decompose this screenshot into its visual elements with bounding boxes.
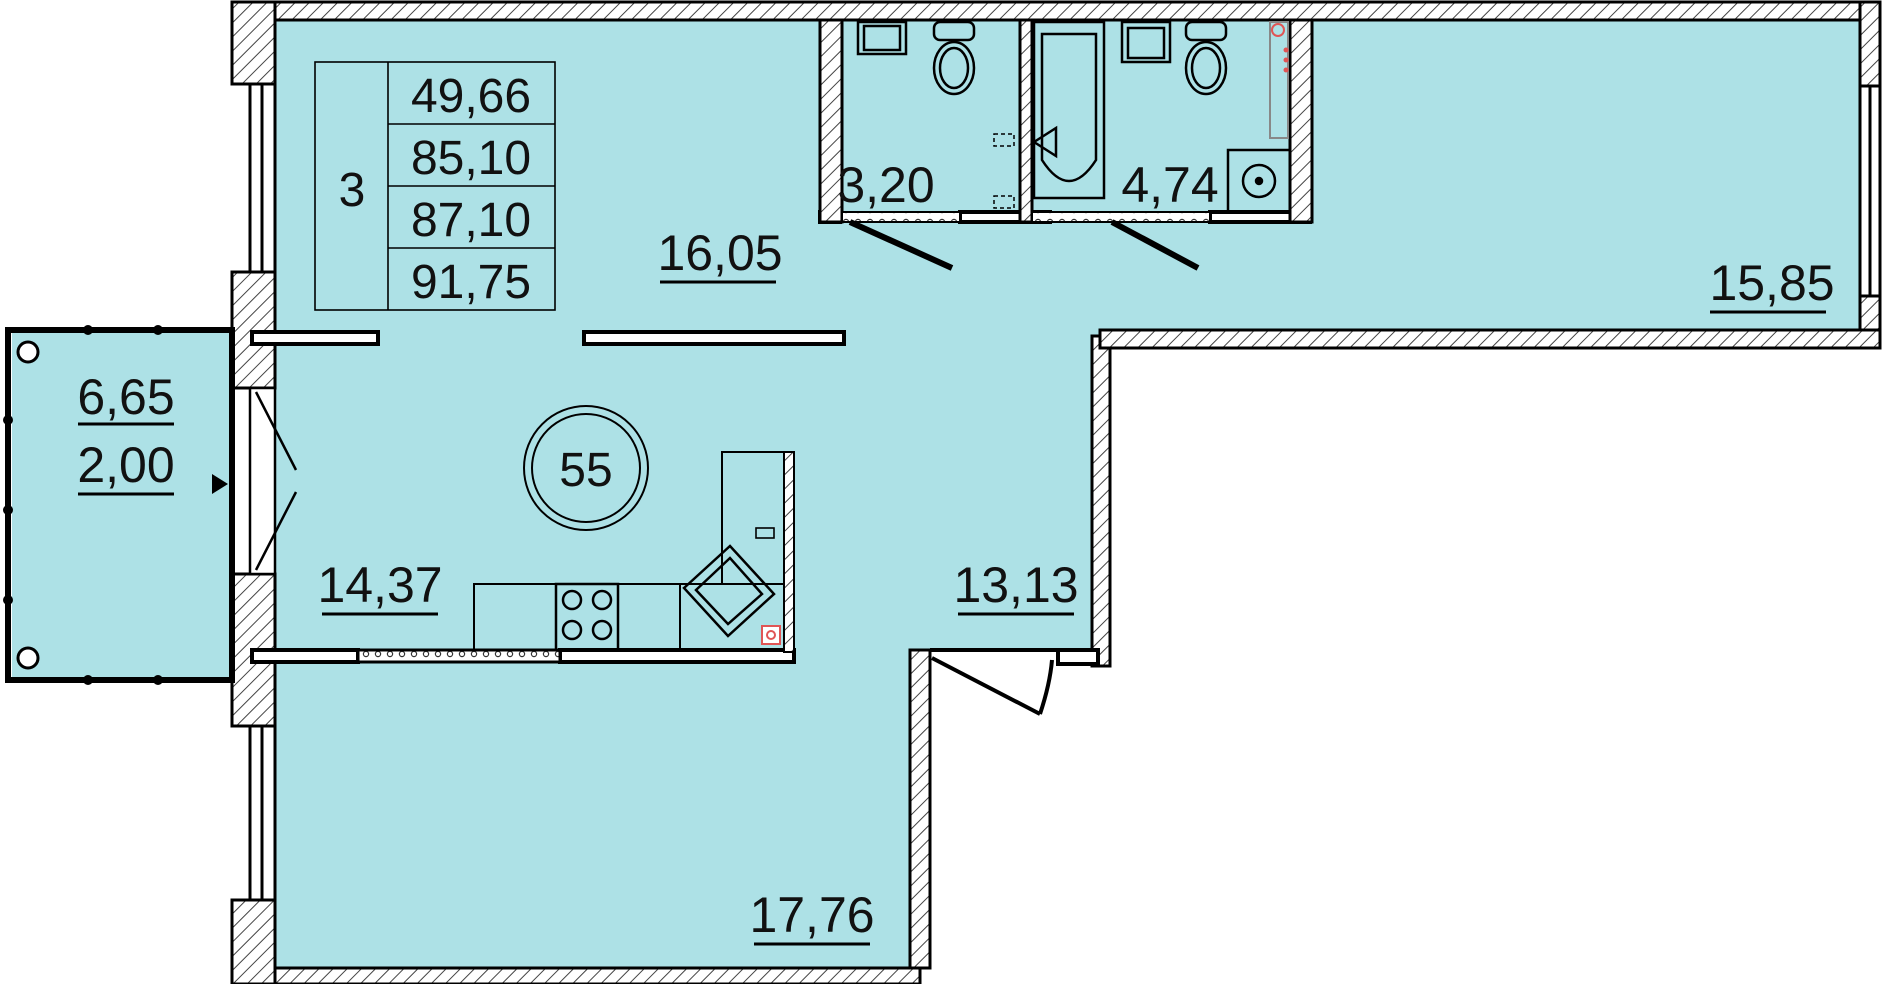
bath-2-area: 4,74: [1121, 157, 1218, 213]
riser-icon: [1271, 23, 1285, 37]
summary-table: [314, 61, 556, 311]
vent-icon-2: [993, 195, 1015, 209]
flat-number: 55: [559, 444, 612, 497]
socket-icon: [755, 527, 775, 539]
bathroom-door-1[interactable]: [848, 219, 954, 271]
bathroom-door-2[interactable]: [1110, 219, 1200, 271]
bathroom-walls: [818, 18, 1314, 224]
balcony-floor: [12, 330, 234, 680]
washing-machine-icon: [1226, 148, 1292, 214]
stove-icon: [554, 582, 620, 652]
total-area-2: 87,10: [411, 194, 531, 247]
entry-door[interactable]: [930, 648, 1100, 716]
kitchen-sliding-partition: [356, 648, 562, 664]
balcony-area: 6,65: [77, 369, 174, 425]
sink-icon: [682, 544, 776, 638]
kitchen-area: 14,37: [317, 557, 442, 613]
flat-number-badge: [523, 405, 649, 531]
toilet-icon-1: [932, 20, 976, 96]
balcony-door[interactable]: [248, 386, 298, 576]
riser-dots: [1283, 47, 1289, 73]
heated-towel-rail-icon: [1269, 21, 1289, 139]
entry-arrow-icon: [212, 474, 228, 494]
living-area: 49,66: [411, 70, 531, 123]
bathtub-icon: [1031, 20, 1106, 200]
hall-area: 16,05: [657, 225, 782, 281]
bedroom-right-area: 15,85: [1709, 255, 1834, 311]
vent-icon-1: [993, 133, 1015, 147]
gas-meter-dot: [766, 630, 776, 640]
corridor-area: 13,13: [953, 557, 1078, 613]
washbasin-icon-1: [856, 20, 908, 56]
rooms-count: 3: [339, 164, 366, 217]
gas-meter-icon: [761, 625, 781, 645]
washbasin-icon-2: [1120, 20, 1172, 64]
windows-left: [248, 82, 277, 902]
bathroom-thresholds: [841, 211, 1211, 223]
toilet-icon-2: [1184, 20, 1228, 96]
total-area-3: 91,75: [411, 256, 531, 309]
windows-right: [1858, 84, 1882, 298]
balcony-corner-top: [16, 340, 40, 364]
balcony-corner-bottom: [16, 646, 40, 670]
kitchen-side-wall: [783, 451, 795, 653]
interior-walls: [250, 210, 1312, 664]
balcony-posts: [3, 325, 163, 685]
apartment-floor: [275, 20, 1860, 968]
bath-1-area: 3,20: [837, 157, 934, 213]
balcony-reduced-area: 2,00: [77, 437, 174, 493]
bedroom-bottom-area: 17,76: [749, 887, 874, 943]
total-area-1: 85,10: [411, 132, 531, 185]
